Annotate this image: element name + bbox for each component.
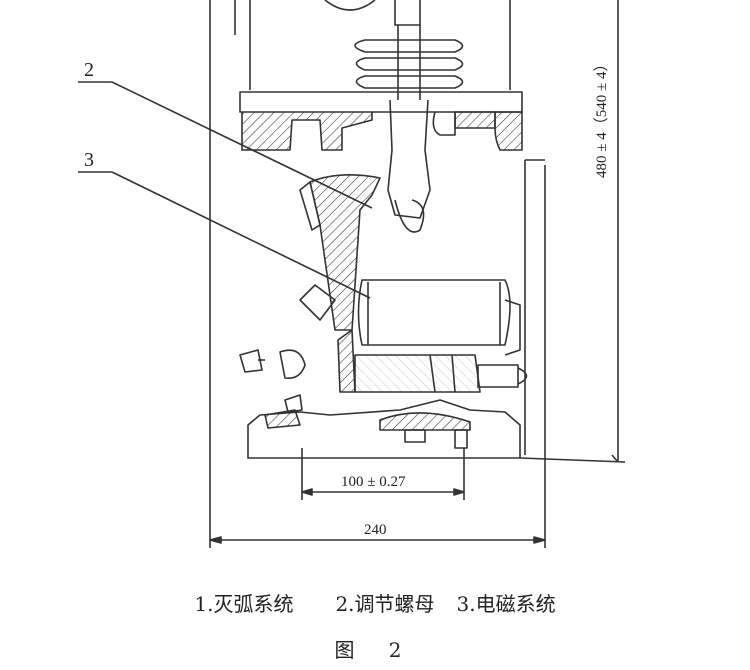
callout-leaders <box>78 81 373 299</box>
figure-label: 图 2 <box>334 638 416 662</box>
spacing-dimension-lines <box>301 448 465 500</box>
width-dimension-lines <box>209 536 546 544</box>
height-dimension-label: 480 ± 4（540 ± 4） <box>593 57 610 178</box>
insulator-stack <box>324 0 464 233</box>
callout-3-label: 3 <box>84 149 94 171</box>
figure-legend: 1.灭弧系统 2.调节螺母 3.电磁系统 <box>0 588 750 617</box>
callout-2-label: 2 <box>84 59 94 81</box>
spacing-dimension-label: 100 ± 0.27 <box>341 474 406 490</box>
height-dimension-lines <box>519 0 626 463</box>
legend-item-arc-system: 1.灭弧系统 <box>194 592 294 616</box>
electromagnet-coil <box>354 279 528 393</box>
top-cover <box>239 91 523 151</box>
width-dimension-label: 240 <box>364 522 387 538</box>
enclosure-outline <box>209 0 546 548</box>
legend-item-adjusting-nut: 2.调节螺母 <box>335 592 435 616</box>
legend-item-electromagnetic-system: 3.电磁系统 <box>456 592 556 616</box>
side-fittings <box>239 349 306 380</box>
base-plate <box>247 394 521 459</box>
